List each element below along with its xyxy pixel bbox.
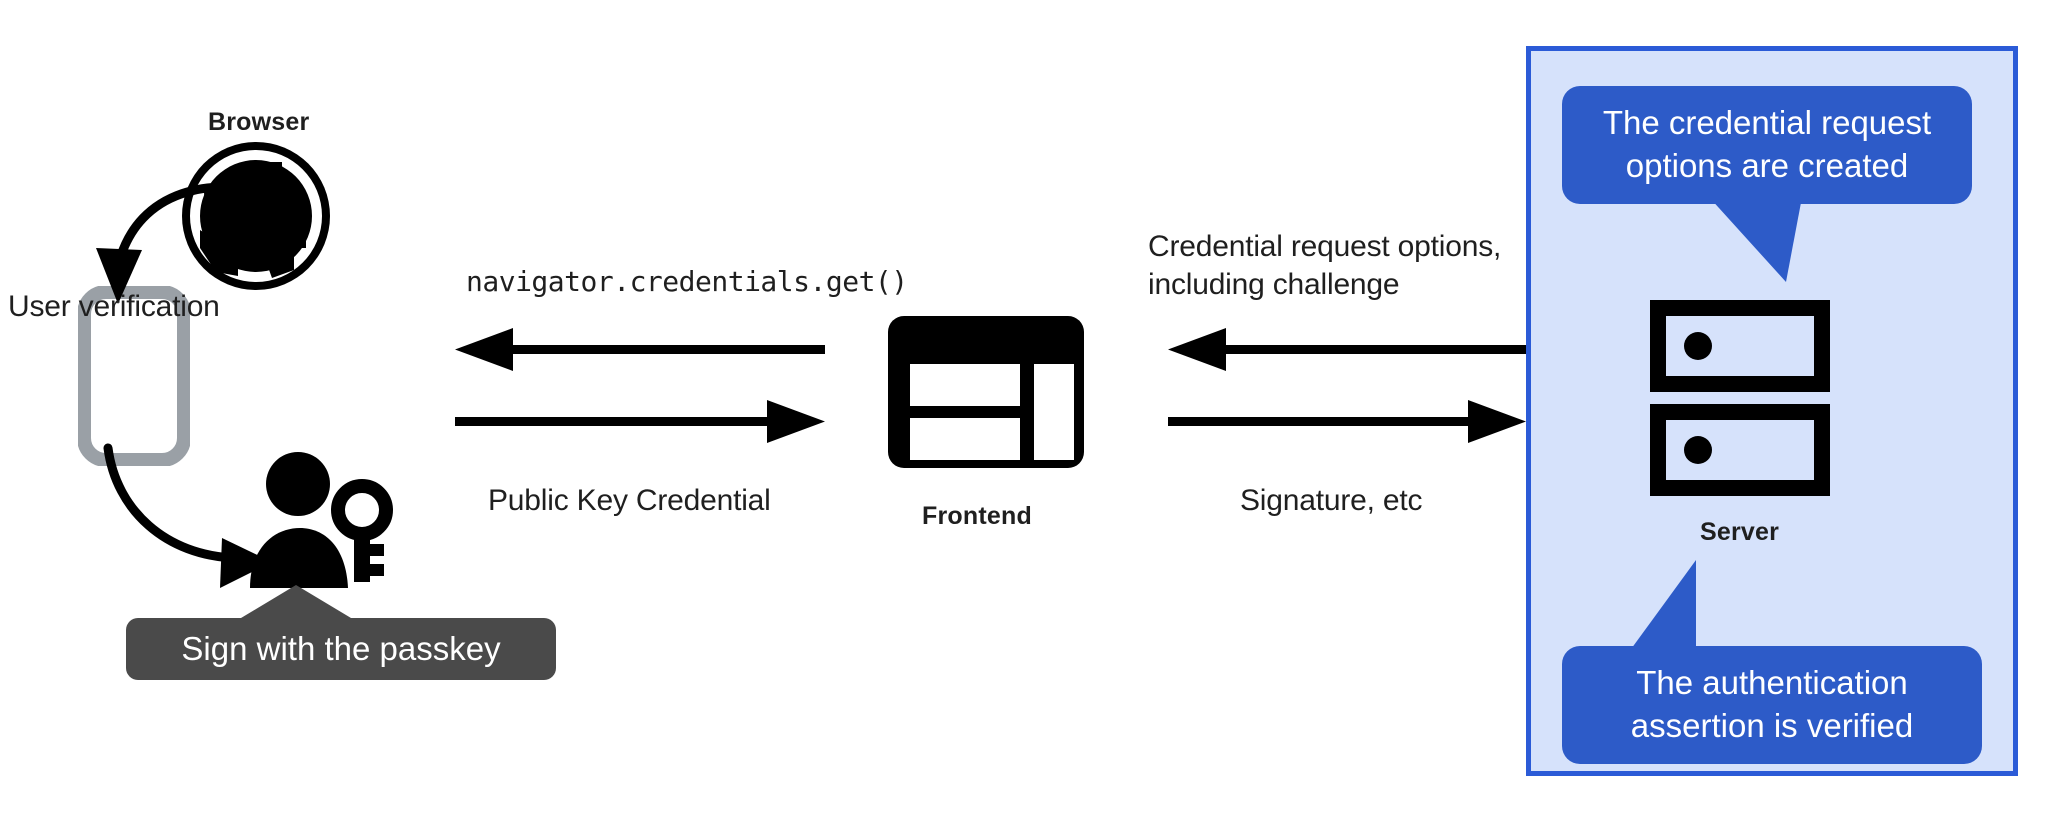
flow-signature-label: Signature, etc [1240,484,1423,517]
sign-with-passkey-tooltip: Sign with the passkey [126,618,556,680]
browser-window-icon [888,316,1084,468]
arrow-browser-to-phone-icon [96,182,267,304]
browser-label: Browser [208,108,310,136]
flow-credential-request-options-label: Credential request options, including ch… [1148,230,1502,302]
arrow-left-credential-request-options-icon [1168,328,1526,371]
server-rack-icon [1650,300,1830,496]
credential-request-options-callout: The credential request options are creat… [1562,86,1972,204]
arrow-right-signature-icon [1168,400,1526,443]
passkey-tooltip-tail [236,585,356,621]
user-verification-label: User verification [8,290,220,323]
person-with-key-icon [250,452,393,588]
arrow-left-credentials-get-icon [455,328,825,371]
server-label: Server [1700,518,1780,546]
flow-credentials-get-label: navigator.credentials.get() [466,265,908,298]
arrow-right-public-key-credential-icon [455,400,825,443]
arrow-phone-to-user-icon [103,443,272,588]
authentication-assertion-callout: The authentication assertion is verified [1562,646,1982,764]
authentication-assertion-callout-tail [1626,560,1696,666]
globe-icon [182,142,330,290]
smartphone-icon [78,286,190,466]
frontend-label: Frontend [922,502,1032,530]
flow-public-key-credential-label: Public Key Credential [488,484,771,517]
